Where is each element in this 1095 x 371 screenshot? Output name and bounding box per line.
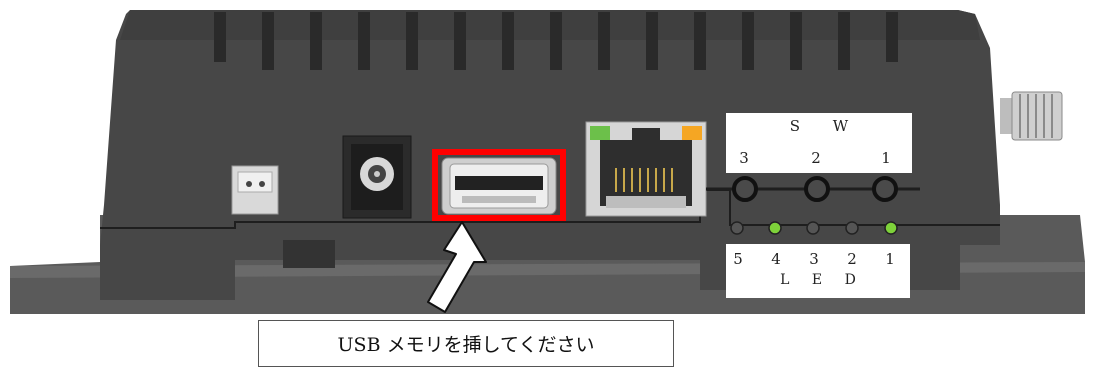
led-panel-title: L E D	[780, 272, 865, 288]
switch-2	[804, 176, 830, 202]
switch-number-3: 3	[739, 149, 749, 167]
switch-label-panel: S W 3 2 1	[726, 113, 912, 173]
led-row	[730, 221, 898, 235]
led-label-panel: 5 4 3 2 1 L E D	[726, 244, 910, 298]
led-number-2: 2	[847, 250, 857, 268]
dc-power-jack	[342, 135, 412, 219]
led-number-1: 1	[885, 250, 895, 268]
heat-sink-fins	[214, 12, 898, 70]
usb-port	[441, 157, 557, 215]
switch-number-2: 2	[811, 149, 821, 167]
switch-buttons	[706, 176, 920, 202]
switch-number-1: 1	[881, 149, 891, 167]
switch-1	[872, 176, 898, 202]
led-2	[845, 221, 859, 235]
two-pin-connector	[231, 165, 279, 215]
led-number-4: 4	[771, 250, 781, 268]
switch-3	[732, 176, 758, 202]
led-4	[768, 221, 782, 235]
led-number-3: 3	[809, 250, 819, 268]
switch-panel-title: S W	[789, 117, 863, 135]
callout-text: USB メモリを挿してください	[337, 334, 595, 356]
usb-port-highlight	[432, 149, 566, 221]
arrow-pointer	[427, 221, 487, 313]
led-number-5: 5	[733, 250, 743, 268]
antenna-connector	[1000, 91, 1063, 141]
led-3	[806, 221, 820, 235]
led-1	[884, 221, 898, 235]
rubber-foot	[283, 240, 335, 268]
led-5	[730, 221, 744, 235]
usb-instruction-callout: USB メモリを挿してください	[258, 320, 674, 367]
ethernet-port	[585, 121, 707, 217]
